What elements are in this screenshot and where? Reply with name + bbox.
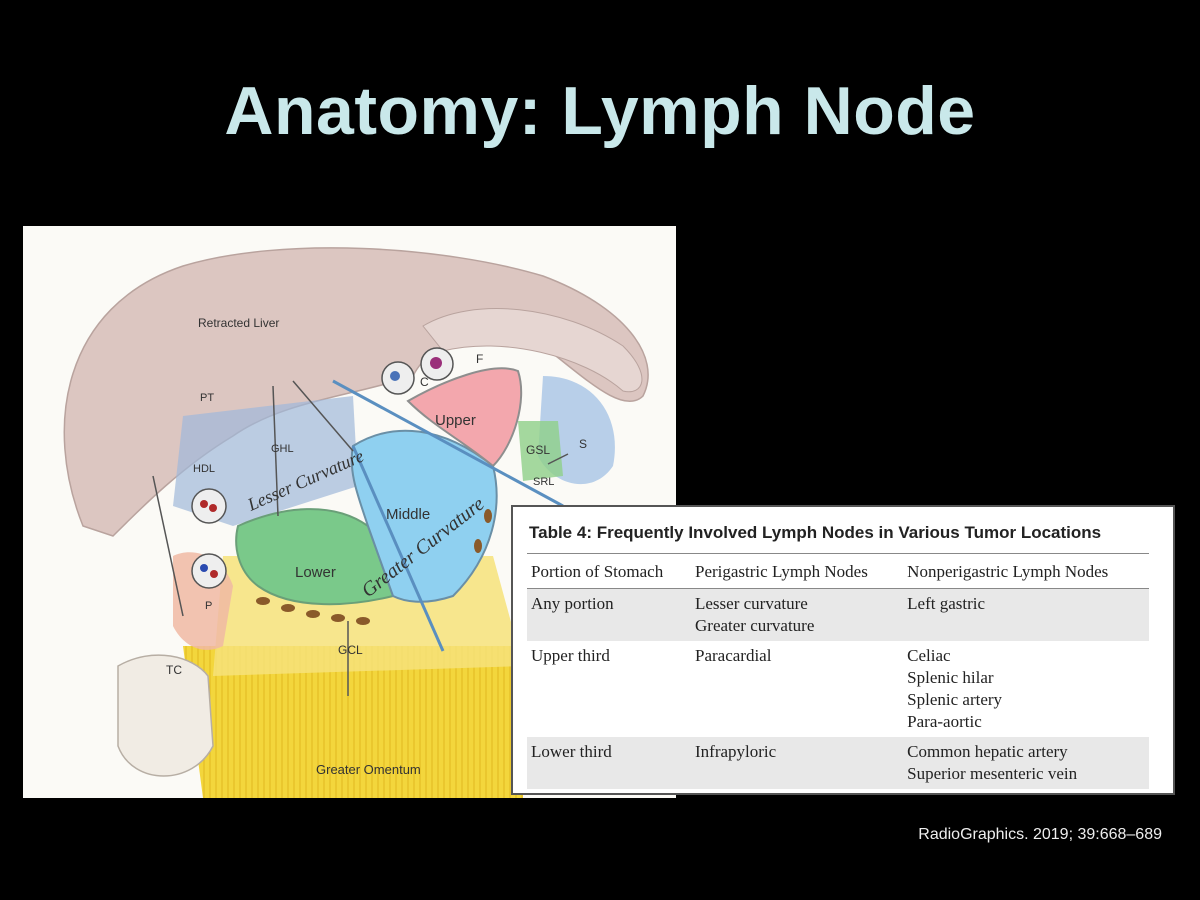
table-row: Lower third Infrapyloric Common hepatic … (527, 737, 1149, 789)
gsl-area (518, 421, 563, 481)
region-lower (235, 508, 395, 606)
label-retracted-liver: Retracted Liver (198, 316, 279, 330)
lymph-node-table: Table 4: Frequently Involved Lymph Nodes… (511, 505, 1175, 795)
cell-portion: Upper third (531, 646, 610, 665)
label-pt: PT (200, 392, 214, 404)
cell-nonperigastric: Common hepatic artery Superior mesenteri… (903, 737, 1149, 789)
cell-line: Paracardial (695, 646, 772, 665)
label-hdl: HDL (193, 463, 215, 475)
label-p: P (205, 600, 212, 612)
label-tc: TC (166, 663, 182, 677)
node-circle-hdl (191, 488, 227, 524)
node-circle-p (191, 553, 227, 589)
liver-right-lobe (422, 308, 643, 393)
cell-portion: Lower third (527, 737, 691, 789)
cell-perigastric: Lesser curvature Greater curvature (691, 588, 904, 641)
transverse-colon (117, 654, 214, 777)
cell-line: Lesser curvature (695, 594, 808, 613)
label-greater-omentum: Greater Omentum (316, 762, 421, 777)
label-middle: Middle (386, 506, 430, 523)
lymph-node-table-grid: Portion of Stomach Perigastric Lymph Nod… (527, 553, 1149, 789)
label-gcl: GCL (338, 643, 363, 657)
cell-line: Greater curvature (695, 616, 815, 635)
header-perigastric: Perigastric Lymph Nodes (691, 553, 904, 589)
table-row: Upper third Paracardial Celiac Splenic h… (527, 641, 1149, 737)
slide-title: Anatomy: Lymph Node (224, 73, 976, 149)
region-upper (406, 367, 523, 468)
cell-line: Left gastric (907, 594, 986, 613)
anatomy-drawing: Retracted Liver PT GHL HDL P TC GCL Grea… (63, 247, 649, 798)
cell-nonperigastric: Celiac Splenic hilar Splenic artery Para… (903, 641, 1149, 737)
cell-nonperigastric: Left gastric (903, 588, 1149, 641)
cell-perigastric: Infrapyloric (691, 737, 904, 789)
table-row: Any portion Lesser curvature Greater cur… (527, 588, 1149, 641)
label-c: C (420, 375, 429, 389)
cell-line: Infrapyloric (695, 742, 777, 761)
table-header-row: Portion of Stomach Perigastric Lymph Nod… (527, 553, 1149, 589)
cell-line: Common hepatic artery (907, 742, 1068, 761)
cell-line: Splenic artery (907, 690, 1003, 709)
label-s: S (579, 437, 587, 451)
divider-line-lower (351, 445, 445, 652)
label-gsl: GSL (526, 443, 550, 457)
cell-line: Celiac (907, 646, 951, 665)
table-title: Table 4: Frequently Involved Lymph Nodes… (529, 523, 1102, 542)
cell-line: Superior mesenteric vein (907, 764, 1078, 783)
cell-line: Para-aortic (907, 712, 982, 731)
divider-line-upper (332, 379, 564, 508)
citation: RadioGraphics. 2019; 39:668–689 (918, 826, 1162, 843)
cell-perigastric: Paracardial (691, 641, 903, 737)
label-upper: Upper (435, 412, 476, 429)
header-portion: Portion of Stomach (527, 553, 691, 589)
greater-omentum-region (183, 646, 523, 798)
label-ghl: GHL (271, 443, 294, 455)
cell-line: Splenic hilar (907, 668, 994, 687)
cell-portion: Any portion (527, 588, 691, 641)
label-srl: SRL (533, 476, 554, 488)
lymph-node-dots (256, 509, 492, 625)
label-lower: Lower (295, 564, 336, 581)
label-f: F (476, 352, 483, 366)
header-nonperigastric: Nonperigastric Lymph Nodes (903, 553, 1149, 589)
